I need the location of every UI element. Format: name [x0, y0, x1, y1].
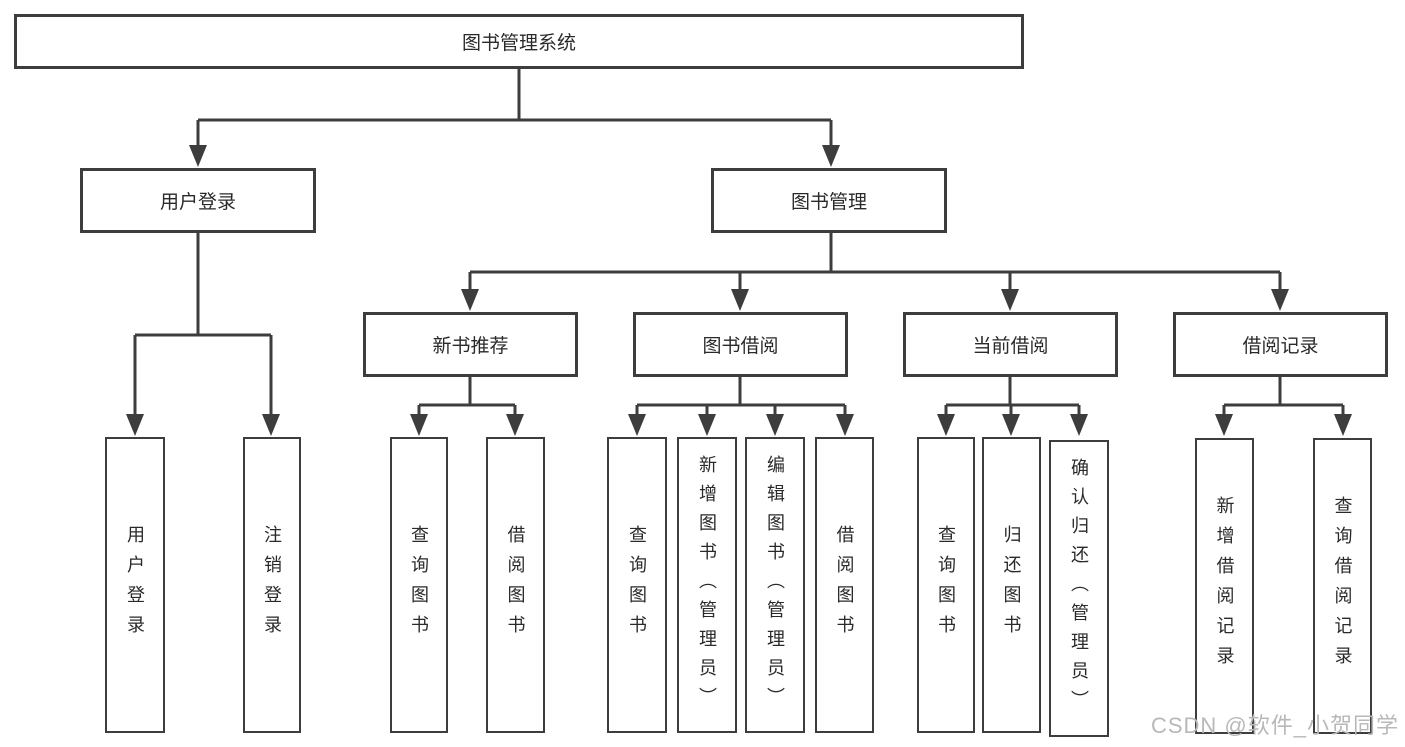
box-book-management-system: 图书管理系统: [14, 14, 1024, 69]
box-borrow-records: 借阅记录: [1173, 312, 1388, 377]
box-book-management: 图书管理: [711, 168, 947, 233]
leaf-logout: 注销登录: [243, 437, 301, 733]
connector-root-to-level2: [189, 69, 840, 167]
arrowhead: [822, 145, 840, 167]
box-label: 借阅图书: [834, 525, 855, 645]
leaf-current-return-books: 归还图书: [982, 437, 1041, 733]
leaf-user-login: 用户登录: [105, 437, 165, 733]
box-label: 图书借阅: [702, 336, 779, 357]
arrowhead: [731, 289, 749, 311]
box-label: 用户登录: [125, 525, 145, 645]
box-label: 查询图书: [409, 525, 429, 645]
connector-user-login-children: [126, 233, 280, 436]
arrowhead: [766, 414, 784, 436]
arrowhead: [506, 414, 524, 436]
leaf-records-query-record: 查询借阅记录: [1313, 438, 1372, 734]
arrowhead: [698, 414, 716, 436]
watermark: CSDN @软件_小贺同学: [1150, 713, 1399, 738]
arrowhead: [1070, 414, 1088, 436]
arrowhead: [628, 414, 646, 436]
arrowhead: [836, 414, 854, 436]
connector-book-management-children: [461, 233, 1289, 311]
leaf-borrow-query-books: 查询图书: [607, 437, 667, 733]
leaf-current-confirm-return-admin: 确认归还（管理员）: [1049, 440, 1109, 737]
arrowhead: [1334, 414, 1352, 436]
box-label: 查询图书: [936, 525, 956, 645]
leaf-recommend-query-books: 查询图书: [390, 437, 448, 733]
arrowhead: [1271, 289, 1289, 311]
box-label: 查询借阅记录: [1332, 496, 1353, 676]
box-label: 图书管理系统: [461, 33, 576, 54]
box-current-borrow: 当前借阅: [903, 312, 1118, 377]
box-user-login: 用户登录: [80, 168, 316, 233]
box-label: 查询图书: [627, 525, 647, 645]
connector-borrow-records-children: [1215, 377, 1352, 436]
box-label: 当前借阅: [972, 336, 1049, 357]
arrowhead: [1002, 414, 1020, 436]
box-label: 注销登录: [262, 525, 282, 645]
box-label: 新增借阅记录: [1214, 496, 1235, 676]
box-label: 借阅记录: [1242, 336, 1319, 357]
arrowhead: [189, 145, 207, 167]
box-label: 图书管理: [790, 192, 867, 213]
box-label: 用户登录: [159, 192, 236, 213]
connector-book-borrow-children: [628, 377, 854, 436]
arrowhead: [126, 414, 144, 436]
box-new-book-recommend: 新书推荐: [363, 312, 578, 377]
arrowhead: [461, 289, 479, 311]
leaf-borrow-edit-books-admin: 编辑图书（管理员）: [745, 437, 805, 733]
leaf-borrow-borrow-books: 借阅图书: [815, 437, 874, 733]
arrowhead: [937, 414, 955, 436]
leaf-borrow-add-books-admin: 新增图书（管理员）: [677, 437, 737, 733]
leaf-recommend-borrow-books: 借阅图书: [486, 437, 545, 733]
connector-current-borrow-children: [937, 377, 1088, 436]
arrowhead: [1001, 289, 1019, 311]
box-label: 新书推荐: [432, 336, 509, 357]
box-label: 编辑图书（管理员）: [765, 454, 785, 716]
box-label: 新增图书（管理员）: [697, 454, 717, 716]
arrowhead: [1215, 414, 1233, 436]
arrowhead: [410, 414, 428, 436]
arrowhead: [262, 414, 280, 436]
box-label: 确认归还（管理员）: [1069, 458, 1089, 719]
connector-new-book-recommend-children: [410, 377, 524, 436]
box-book-borrow: 图书借阅: [633, 312, 848, 377]
box-label: 归还图书: [1001, 525, 1022, 645]
box-label: 借阅图书: [505, 525, 526, 645]
leaf-current-query-books: 查询图书: [917, 437, 975, 733]
leaf-records-add-record: 新增借阅记录: [1195, 438, 1254, 734]
